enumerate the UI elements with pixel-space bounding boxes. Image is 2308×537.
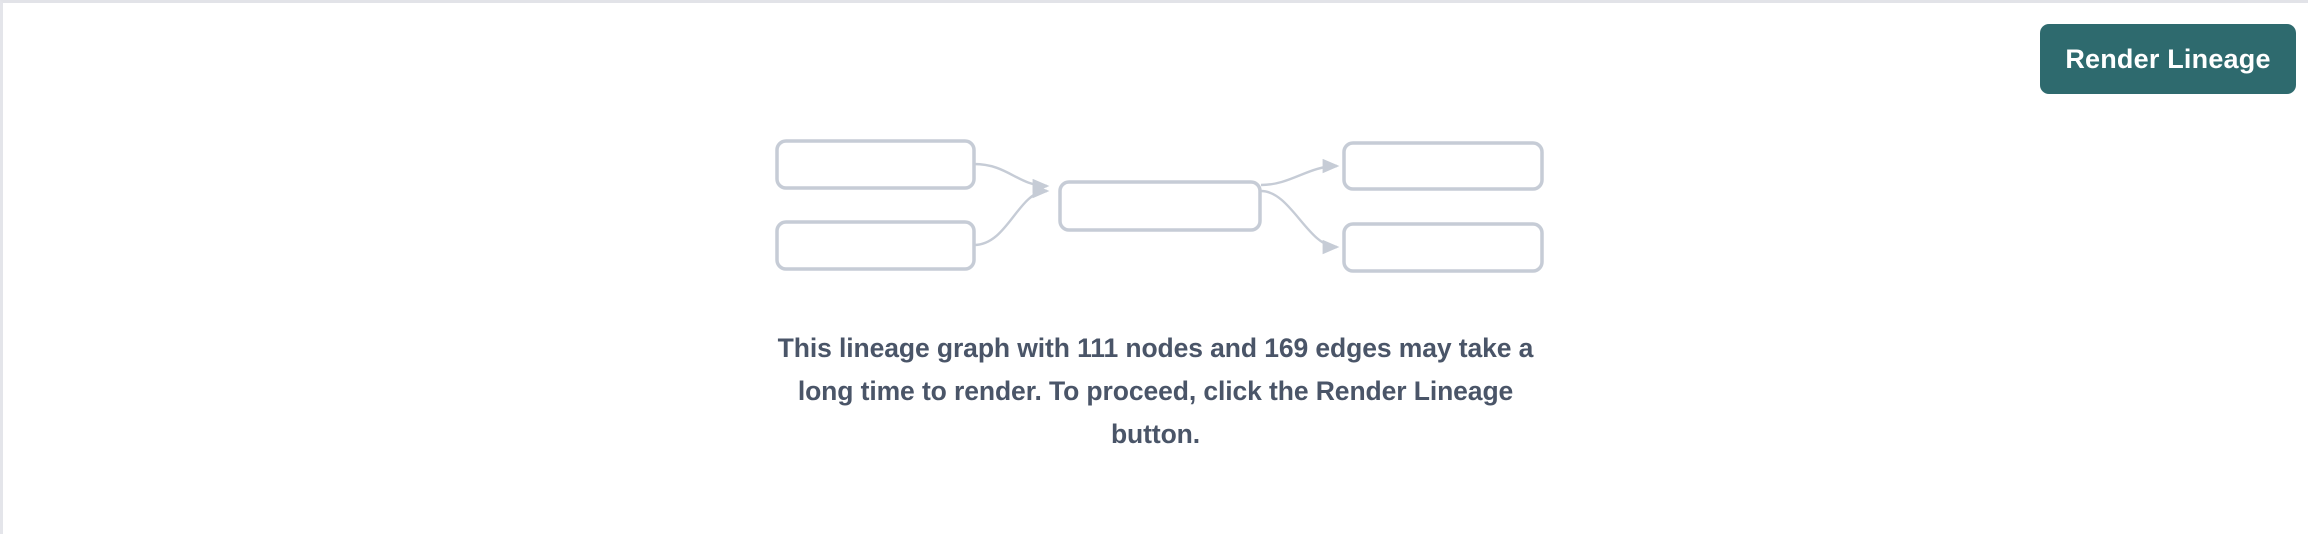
- graph-node-left-bottom: [775, 220, 976, 271]
- graph-node-left-top: [775, 139, 976, 190]
- edge-center-to-right-top: [1260, 158, 1340, 187]
- lineage-skeleton-svg: [775, 139, 1544, 273]
- edge-left-top-to-center: [973, 162, 1050, 194]
- graph-node-right-bottom: [1342, 222, 1544, 273]
- graph-node-right-top: [1342, 141, 1544, 191]
- edge-left-bottom-to-center: [973, 183, 1050, 247]
- graph-node-center: [1058, 180, 1262, 232]
- lineage-warning-message: This lineage graph with 111 nodes and 16…: [777, 333, 1534, 449]
- edge-center-to-right-bottom: [1260, 189, 1340, 255]
- lineage-graph-placeholder: [3, 3, 2308, 537]
- render-lineage-button[interactable]: Render Lineage: [2040, 24, 2296, 94]
